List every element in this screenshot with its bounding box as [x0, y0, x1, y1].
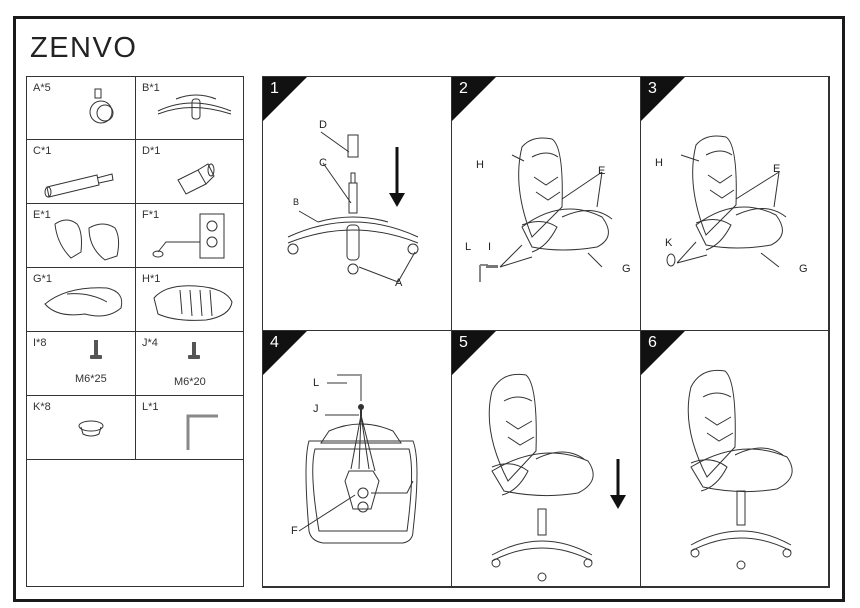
mechanism-attach-illustration — [298, 374, 418, 544]
callout-label: C — [319, 157, 327, 169]
step-3: 3 H E K G — [641, 77, 829, 331]
step-badge — [641, 331, 685, 375]
brand-title: ZENVO — [30, 32, 138, 64]
callout-label: E — [598, 165, 606, 177]
parts-table: A*5 B*1 C*1 D*1 E*1 F*1 G*1 H*1 I*8 M6*2… — [26, 76, 244, 587]
callout-label: H — [655, 157, 663, 169]
part-cell-b: B*1 — [136, 77, 244, 140]
part-label: C*1 — [33, 145, 52, 157]
step-5: 5 — [452, 331, 641, 587]
callout-label: B — [293, 197, 300, 207]
step-number: 2 — [459, 80, 468, 97]
mechanism-icon — [152, 213, 225, 259]
callout-label: F — [291, 525, 298, 537]
part-cell-a: A*5 — [27, 77, 136, 140]
step-4: 4 L J F — [263, 331, 452, 587]
part-cell-c: C*1 — [27, 140, 136, 204]
callout-label: L — [313, 377, 320, 389]
step-badge — [452, 77, 496, 121]
part-label: J*4 — [142, 337, 158, 349]
part-cell-g: G*1 — [27, 268, 136, 332]
assembly-steps: 1 D C B A 2 H E L I G — [262, 76, 830, 588]
part-label: H*1 — [142, 273, 161, 285]
gas-lift-icon — [44, 173, 114, 198]
seat-backrest-illustration — [479, 137, 613, 282]
part-spec: M6*20 — [174, 376, 206, 388]
page-frame — [13, 16, 845, 602]
completed-chair-illustration — [687, 369, 793, 570]
backrest-icon — [153, 285, 233, 321]
callout-label: K — [665, 237, 673, 249]
part-label: I*8 — [33, 337, 47, 349]
part-cell-f: F*1 — [136, 204, 244, 268]
seat-icon — [44, 287, 123, 317]
callout-label: E — [773, 163, 781, 175]
step-badge — [263, 331, 307, 375]
part-label: E*1 — [33, 209, 51, 221]
step-badge — [263, 77, 307, 121]
part-label: B*1 — [142, 82, 160, 94]
callout-label: H — [476, 159, 484, 171]
gas-lift-cover-icon — [177, 163, 215, 195]
part-cell-j: J*4 M6*20 — [136, 332, 244, 396]
callout-label: L — [465, 241, 472, 253]
armrest-cap-illustration — [666, 135, 787, 268]
callout-label: G — [799, 263, 808, 275]
part-cell-h: H*1 — [136, 268, 244, 332]
cap-icon — [78, 420, 104, 437]
base-assembly-illustration — [287, 131, 419, 283]
callout-label: J — [313, 403, 319, 415]
step-badge — [641, 77, 685, 121]
part-spec: M6*25 — [75, 373, 107, 385]
part-label: G*1 — [33, 273, 52, 285]
bolt-icon — [90, 340, 102, 359]
part-cell-k: K*8 — [27, 396, 136, 460]
callout-label: D — [319, 119, 327, 131]
callout-label: I — [488, 241, 492, 253]
step-number: 3 — [648, 80, 657, 97]
caster-icon — [89, 88, 114, 124]
part-cell-e: E*1 — [27, 204, 136, 268]
step-6: 6 — [641, 331, 829, 587]
part-cell-l: L*1 — [136, 396, 244, 460]
part-label: L*1 — [142, 401, 159, 413]
step-2: 2 H E L I G — [452, 77, 641, 331]
chair-onto-base-illustration — [488, 373, 626, 582]
step-number: 6 — [648, 334, 657, 351]
step-1: 1 D C B A — [263, 77, 452, 331]
step-number: 1 — [270, 80, 279, 97]
bolt-icon — [188, 342, 200, 359]
empty-area — [27, 460, 244, 586]
base-icon — [157, 94, 232, 120]
part-cell-d: D*1 — [136, 140, 244, 204]
step-number: 4 — [270, 334, 279, 351]
step-number: 5 — [459, 334, 468, 351]
armrests-icon — [54, 219, 120, 261]
part-label: D*1 — [142, 145, 161, 157]
callout-label: G — [622, 263, 631, 275]
part-label: A*5 — [33, 82, 51, 94]
allen-key-icon — [186, 414, 218, 450]
step-badge — [452, 331, 496, 375]
part-cell-i: I*8 M6*25 — [27, 332, 136, 396]
part-label: F*1 — [142, 209, 160, 221]
part-label: K*8 — [33, 401, 51, 413]
callout-label: A — [395, 277, 403, 289]
